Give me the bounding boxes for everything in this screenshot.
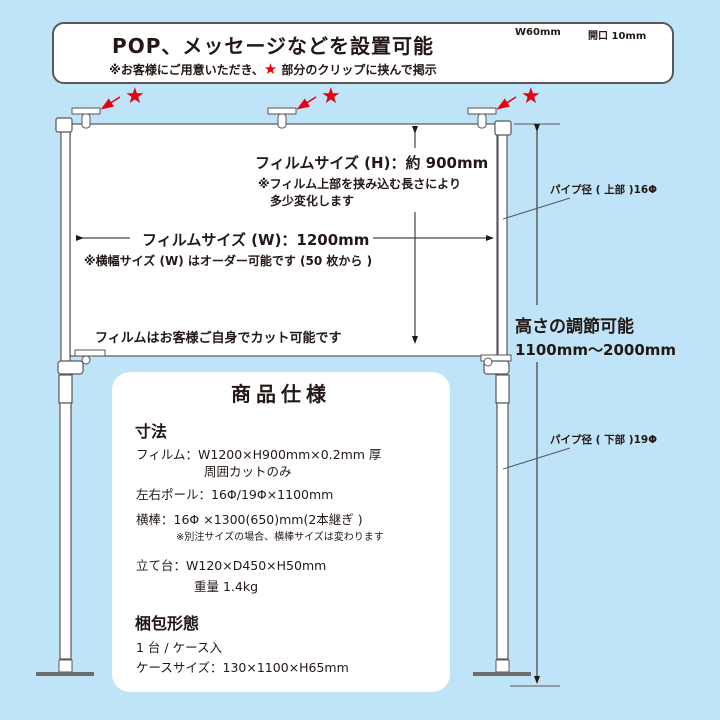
header-box [52,22,674,84]
spec-box [112,372,450,692]
clip-middle [267,107,297,129]
header-note: ※お客様にご用意いただき、★ 部分のクリップに挟んで掲示 [58,60,488,78]
spec-stand-weight: 重量 1.4kg [194,579,259,594]
spec-bar: 横棒：16Φ ×1300(650)mm(2本継ぎ ) [136,512,363,527]
upper-pipe-label: パイプ径 ( 上部 )16Φ [550,184,658,196]
spec-film: フィルム：W1200×H900mm×0.2mm 厚 [136,447,382,462]
film-width-note: ※横幅サイズ (W) はオーダー可能です (50 枚から ) [84,254,373,268]
right-pole [473,120,531,676]
spec-title: 商品仕様 [231,382,331,406]
clip-left [71,107,101,129]
left-pole [36,117,106,676]
film-height-note-2: 多少変化します [270,194,355,208]
film-width-label: フィルムサイズ (W)：1200mm [138,229,374,250]
star-icon: ★ [125,84,145,109]
height-adjust-title: 高さの調節可能 [515,317,634,337]
spec-case: ケースサイズ：130×1100×H65mm [136,660,349,675]
header-note-after: 部分のクリップに挟んで掲示 [277,63,437,77]
spec-pack: 1 台 / ケース入 [136,640,222,655]
film-height-note: ※フィルム上部を挟み込む長さにより 多少変化します [258,176,461,210]
header-title: POP、メッセージなどを設置可能 [112,34,434,58]
height-adjust-range: 1100mm～2000mm [515,341,677,359]
header-note-before: ※お客様にご用意いただき、 [109,63,264,77]
clip-width-label: W60mm [515,27,561,38]
lower-pipe-label: パイプ径 ( 下部 )19Φ [550,434,658,446]
red-arrow-icon [496,96,517,110]
packaging-heading: 梱包形態 [135,614,200,633]
star-icon: ★ [321,84,341,109]
upper-pipe-leader [502,197,571,220]
film-height-label: フィルムサイズ (H)：約 900mm [255,154,489,172]
spec-bar-note: ※別注サイズの場合、横棒サイズは変わります [176,532,384,543]
spec-stand: 立て台：W120×D450×H50mm [136,558,327,573]
star-icon: ★ [521,84,541,109]
film-height-note-1: ※フィルム上部を挟み込む長さにより [258,177,461,191]
red-arrow-icon [296,96,317,110]
dimensions-heading: 寸法 [135,422,168,441]
spec-film-sub: 周囲カットのみ [204,464,292,479]
lower-pipe-leader [502,447,571,470]
star-icon: ★ [263,60,278,78]
film-cut-note: フィルムはお客様ご自身でカット可能です [95,331,342,346]
spec-poles: 左右ポール：16Φ/19Φ×1100mm [136,487,334,502]
clip-right [467,107,497,129]
red-arrow-icon [100,96,121,110]
clip-opening-label: 開口 10mm [588,31,647,42]
